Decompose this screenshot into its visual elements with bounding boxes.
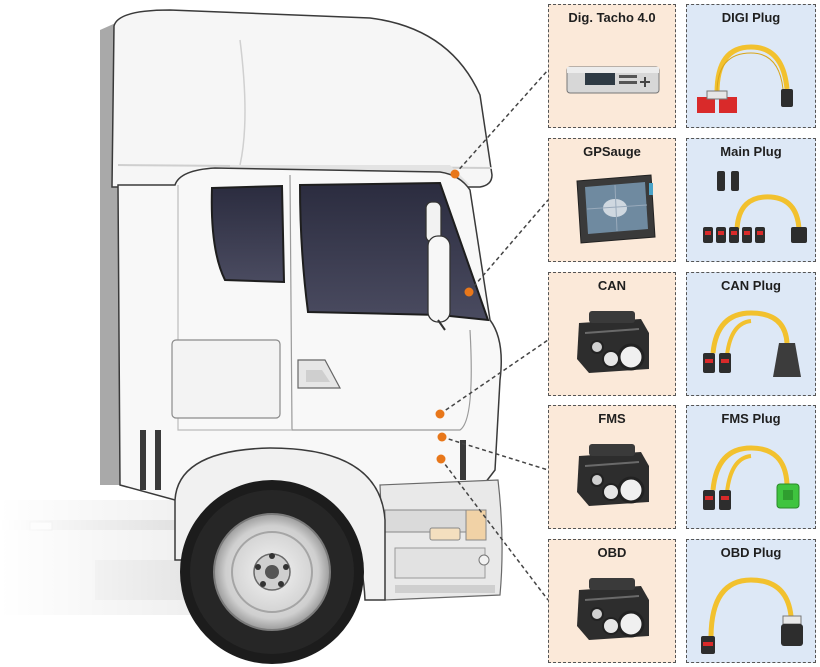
- leader-line-can: [439, 339, 549, 415]
- plug-box-digi: DIGI Plug: [686, 4, 816, 128]
- plug-box-obd: OBD Plug: [686, 539, 816, 663]
- device-label: OBD: [597, 545, 627, 560]
- marker-obd: [436, 454, 446, 464]
- front-bumper: [379, 479, 503, 601]
- main-plug-cable-icon: [703, 171, 807, 243]
- side-window: [210, 184, 286, 284]
- marker-gpsauge: [464, 287, 474, 297]
- device-label: FMS: [598, 411, 626, 426]
- gps-tablet-icon: [576, 174, 656, 244]
- device-box-tacho: Dig. Tacho 4.0: [548, 4, 676, 128]
- side-mirror: [425, 201, 451, 331]
- leader-line-fms: [441, 436, 549, 471]
- device-box-can: CAN: [548, 272, 676, 396]
- connection-markers: [435, 169, 474, 464]
- plug-label: Main Plug: [720, 144, 782, 159]
- plug-label: OBD Plug: [720, 545, 782, 560]
- plug-box-fms: FMS Plug: [686, 405, 816, 529]
- leader-line-obd: [440, 458, 549, 601]
- digi-plug-cable-icon: [697, 44, 793, 113]
- tachograph-icon: [566, 66, 660, 94]
- device-box-gpsauge: GPSauge: [548, 138, 676, 262]
- engine-icon: [577, 311, 649, 373]
- device-label: Dig. Tacho 4.0: [568, 10, 656, 25]
- device-box-obd: OBD: [548, 539, 676, 663]
- plug-label: DIGI Plug: [721, 10, 781, 25]
- plug-label: CAN Plug: [721, 278, 781, 293]
- plug-box-main: Main Plug: [686, 138, 816, 262]
- fms-plug-cable-icon: [703, 445, 800, 510]
- engine-icon: [577, 444, 649, 506]
- connector-lines: [439, 69, 549, 601]
- plug-label: FMS Plug: [721, 411, 781, 426]
- front-wheel: [180, 480, 364, 664]
- marker-can: [435, 409, 445, 419]
- leader-line-tacho: [454, 69, 549, 175]
- cab-side-panel: [171, 339, 281, 419]
- roof-spoiler: [111, 9, 493, 188]
- device-box-fms: FMS: [548, 405, 676, 529]
- obd-plug-cable-icon: [701, 577, 803, 654]
- plug-box-can: CAN Plug: [686, 272, 816, 396]
- marker-tacho: [450, 169, 460, 179]
- device-label: GPSauge: [583, 144, 641, 159]
- marker-fms: [437, 432, 447, 442]
- leader-line-gpsauge: [468, 199, 549, 293]
- engine-icon: [577, 578, 649, 640]
- can-plug-cable-icon: [703, 310, 801, 377]
- device-label: CAN: [597, 278, 627, 293]
